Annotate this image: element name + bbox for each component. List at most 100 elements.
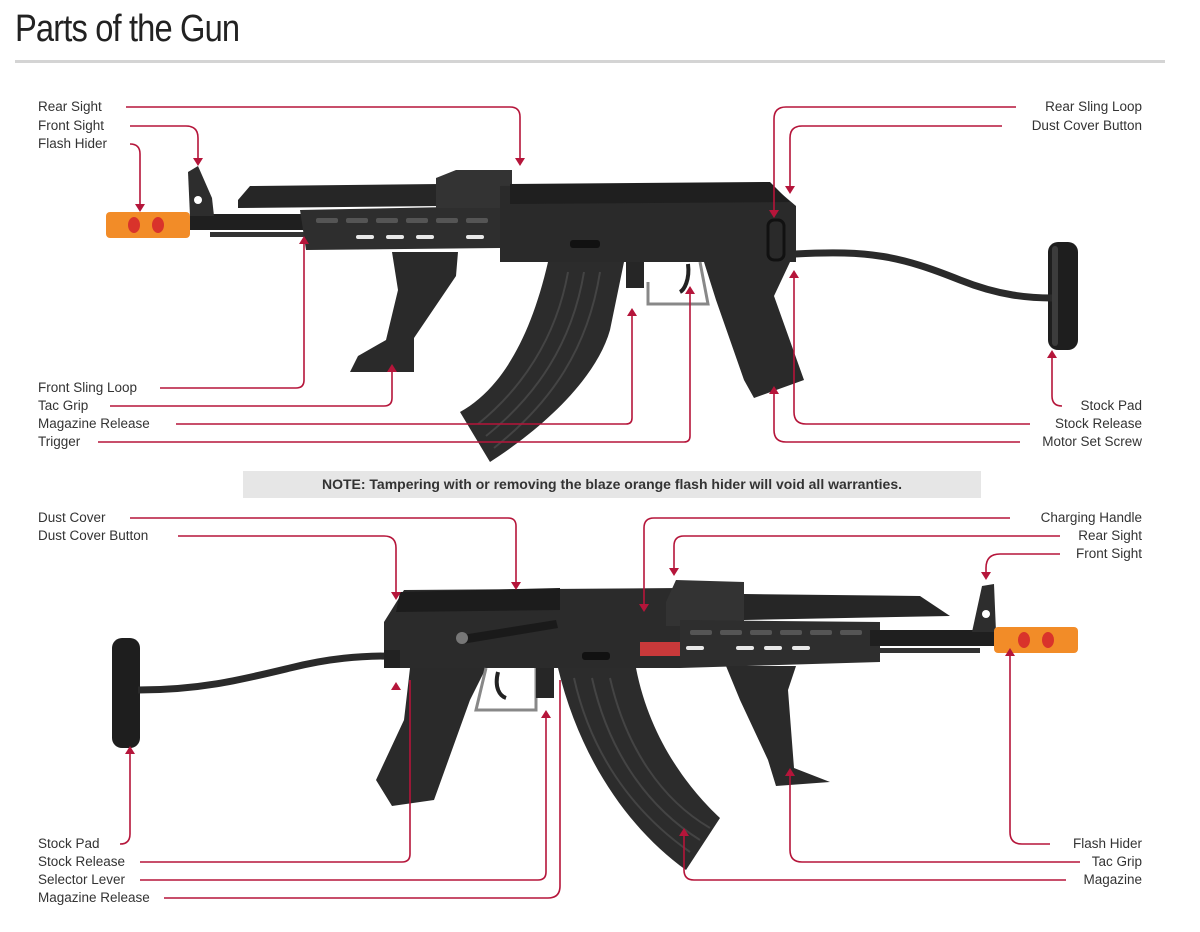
arrow-up-icon bbox=[1005, 648, 1015, 656]
ejection-slot bbox=[582, 652, 610, 660]
stock-pad bbox=[112, 638, 140, 748]
leader-front-sight bbox=[130, 125, 199, 160]
leader-magazine-release bbox=[176, 312, 633, 425]
leader-front-sling-loop bbox=[160, 240, 305, 389]
front-sight bbox=[188, 166, 214, 216]
leader-charging-handle bbox=[643, 517, 1010, 606]
arrow-down-icon bbox=[785, 186, 795, 194]
arrow-up-icon bbox=[1047, 350, 1057, 358]
arrow-up-icon bbox=[627, 308, 637, 316]
label-tac-grip: Tac Grip bbox=[1091, 854, 1142, 869]
page-title: Parts of the Gun bbox=[15, 8, 240, 50]
label-magazine-release: Magazine Release bbox=[38, 416, 150, 431]
handguard-slots bbox=[686, 646, 810, 650]
magazine-ribs bbox=[573, 677, 711, 853]
top-arrowheads bbox=[135, 158, 1057, 394]
pistol-grip bbox=[704, 262, 804, 398]
arrow-up-icon bbox=[685, 286, 695, 294]
leader-tac-grip bbox=[789, 774, 1080, 863]
leader-flash-hider bbox=[1009, 654, 1050, 845]
top-gun-illustration bbox=[98, 106, 1078, 462]
leader-stock-pad bbox=[119, 752, 131, 845]
gas-tube bbox=[744, 594, 950, 620]
dust-cover bbox=[396, 588, 560, 612]
leader-trigger bbox=[98, 292, 691, 443]
label-rear-sight: Rear Sight bbox=[1078, 528, 1142, 543]
arrow-down-icon bbox=[515, 158, 525, 166]
arrow-down-icon bbox=[391, 592, 401, 600]
magazine bbox=[558, 668, 720, 870]
title-divider bbox=[15, 60, 1165, 63]
label-motor-set-screw: Motor Set Screw bbox=[1042, 434, 1142, 449]
trigger-guard bbox=[474, 667, 538, 712]
magazine bbox=[460, 262, 624, 462]
label-rear-sight: Rear Sight bbox=[38, 99, 102, 114]
barrel bbox=[870, 630, 998, 646]
label-magazine-release: Magazine Release bbox=[38, 890, 150, 905]
label-dust-cover: Dust Cover bbox=[38, 510, 106, 525]
label-front-sling-loop: Front Sling Loop bbox=[38, 380, 138, 395]
warning-label bbox=[640, 642, 680, 656]
handguard bbox=[300, 206, 500, 250]
leader-rear-sight bbox=[673, 535, 1060, 568]
rear-sight-block bbox=[666, 580, 744, 626]
warranty-note: NOTE: Tampering with or removing the bla… bbox=[243, 471, 981, 498]
arrow-up-icon bbox=[785, 768, 795, 776]
cleaning-rod bbox=[880, 648, 980, 653]
label-stock-pad: Stock Pad bbox=[1080, 398, 1142, 413]
top-gun bbox=[106, 166, 1078, 462]
leader-flash-hider bbox=[129, 143, 141, 206]
bottom-gun bbox=[112, 580, 1078, 870]
trigger bbox=[494, 671, 507, 700]
arrow-up-icon bbox=[125, 746, 135, 754]
tac-grip bbox=[726, 666, 830, 786]
magazine-release bbox=[626, 262, 644, 288]
label-front-sight: Front Sight bbox=[1075, 546, 1142, 561]
flash-hider-port bbox=[128, 217, 140, 233]
cleaning-rod bbox=[210, 232, 310, 237]
rear-sight-block bbox=[436, 170, 512, 208]
handguard-slots bbox=[356, 235, 484, 239]
leader-stock-pad bbox=[1051, 356, 1063, 407]
label-dust-cover-button: Dust Cover Button bbox=[38, 528, 149, 543]
magazine-ribs bbox=[477, 271, 601, 449]
trigger-guard bbox=[646, 261, 710, 306]
arrow-down-icon bbox=[669, 568, 679, 576]
trigger bbox=[678, 263, 691, 294]
leader-magazine bbox=[683, 834, 1066, 881]
label-rear-sling-loop: Rear Sling Loop bbox=[1045, 99, 1142, 114]
label-stock-release: Stock Release bbox=[38, 854, 126, 869]
arrow-up-icon bbox=[391, 682, 401, 690]
label-tac-grip: Tac Grip bbox=[38, 398, 89, 413]
bottom-arrowheads bbox=[125, 568, 1015, 836]
leader-front-sight bbox=[985, 553, 1060, 574]
handguard-vents bbox=[690, 630, 862, 635]
leader-magazine-release bbox=[164, 680, 561, 899]
folding-stock-arm bbox=[794, 249, 1053, 302]
rear-sling-loop bbox=[766, 218, 786, 262]
flash-hider-port bbox=[152, 217, 164, 233]
folding-stock-arm bbox=[137, 652, 391, 694]
leader-rear-sling-loop bbox=[773, 106, 1016, 212]
top-leader-lines bbox=[98, 106, 1063, 443]
leader-motor-set-screw bbox=[773, 390, 1020, 443]
bottom-leader-lines bbox=[119, 517, 1080, 899]
label-stock-pad: Stock Pad bbox=[38, 836, 100, 851]
label-stock-release: Stock Release bbox=[1054, 416, 1142, 431]
dust-cover bbox=[510, 182, 790, 204]
stock-pad-highlight bbox=[1052, 246, 1058, 346]
leader-dust-cover-button bbox=[178, 535, 397, 594]
arrow-up-icon bbox=[769, 386, 779, 394]
label-front-sight: Front Sight bbox=[38, 118, 105, 133]
leader-tac-grip bbox=[110, 368, 393, 407]
arrow-up-icon bbox=[541, 710, 551, 718]
flash-hider bbox=[994, 627, 1078, 653]
tac-grip bbox=[350, 252, 458, 372]
label-selector-lever: Selector Lever bbox=[38, 872, 126, 887]
flash-hider bbox=[106, 212, 190, 238]
arrow-up-icon bbox=[679, 828, 689, 836]
barrel bbox=[190, 214, 310, 230]
arrow-up-icon bbox=[299, 236, 309, 244]
leader-stock-release bbox=[140, 680, 411, 863]
flash-hider-port bbox=[1042, 632, 1054, 648]
